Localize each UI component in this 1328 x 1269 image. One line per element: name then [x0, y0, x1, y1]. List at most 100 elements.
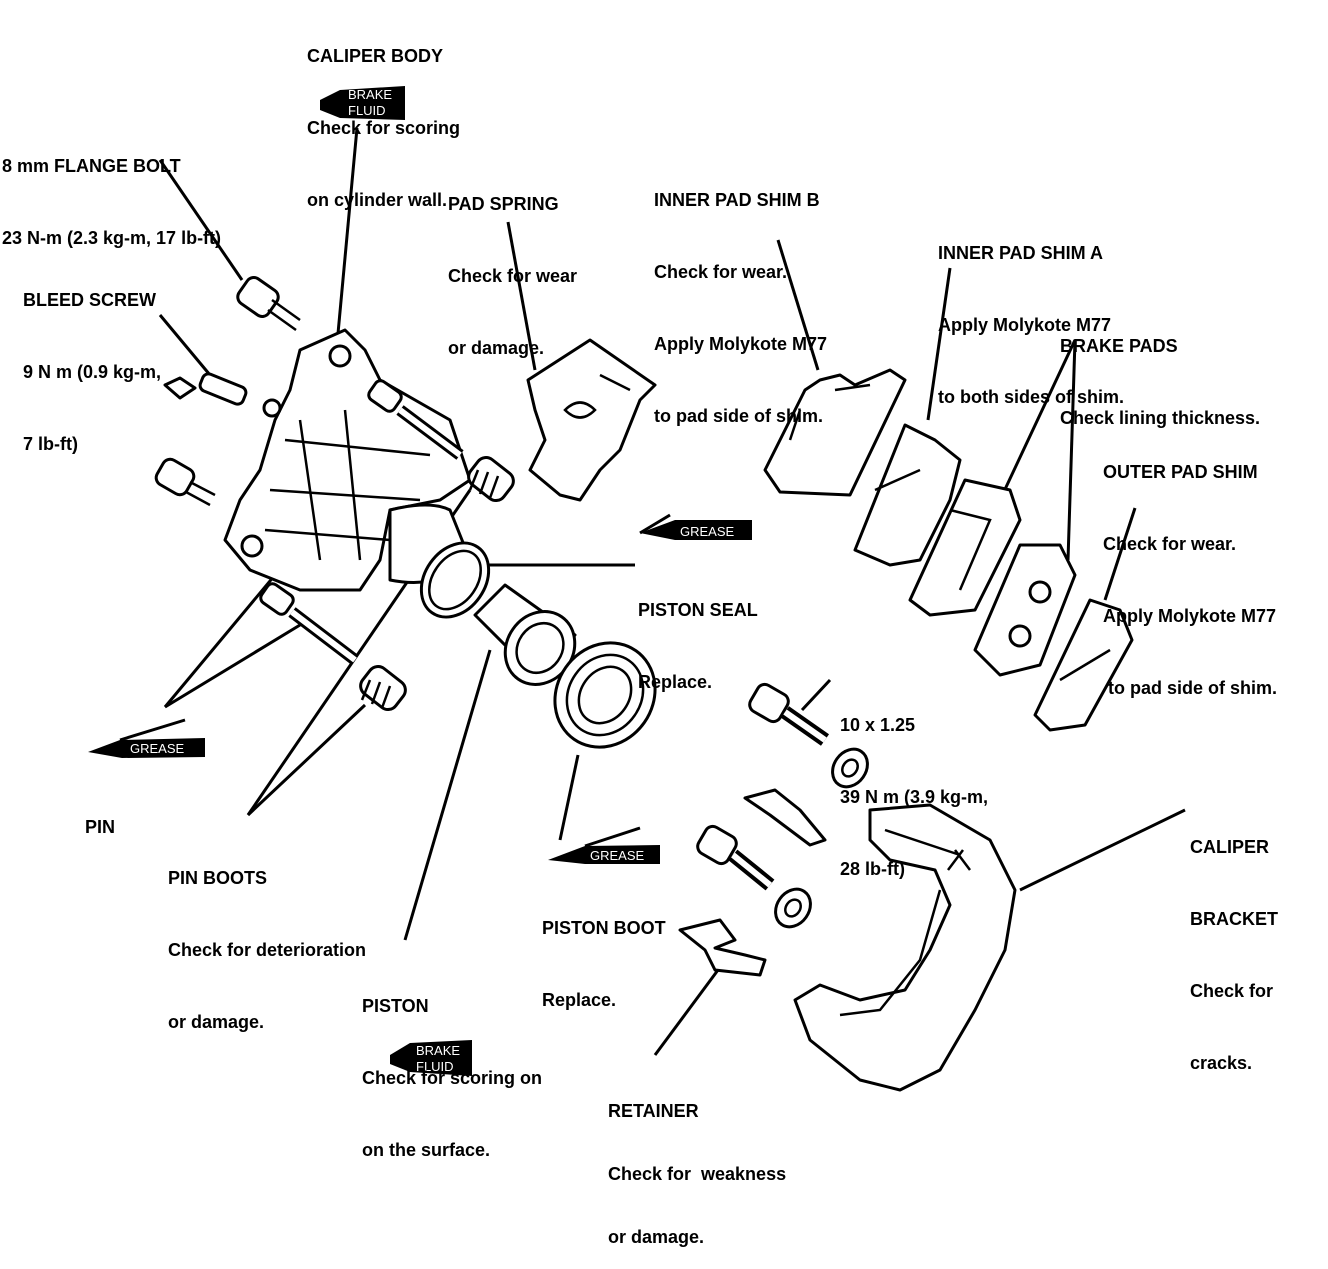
guide-pin-upper: [367, 379, 464, 460]
label-inner-pad-shim-b-line2: Apply Molykote M77: [654, 334, 828, 354]
flange-bolt-lower: [154, 457, 216, 507]
label-caliper-bracket-line3: cracks.: [1190, 1053, 1253, 1073]
label-caliper-bracket-line1: BRACKET: [1190, 909, 1278, 929]
brake-fluid-tube-bottom: BRAKE FLUID: [390, 1040, 472, 1076]
label-bolt-10: 10 x 1.25 39 N m (3.9 kg-m, 28 lb-ft): [840, 665, 988, 905]
piston-seal: [419, 541, 491, 619]
flange-bolt-upper: [236, 276, 301, 332]
label-inner-pad-shim-b-line1: Check for wear.: [654, 262, 788, 282]
label-retainer-title: RETAINER: [608, 1101, 699, 1121]
bracket-bolt-upper: [748, 682, 830, 746]
label-retainer: RETAINER Check for weakness or damage.: [608, 1059, 786, 1269]
washer-upper: [831, 747, 869, 789]
bracket-bolt-lower: [696, 824, 775, 891]
label-pin-boots-line2: or damage.: [168, 1012, 265, 1032]
label-retainer-line1: Check for weakness: [608, 1164, 787, 1184]
svg-text:BRAKE: BRAKE: [416, 1043, 460, 1058]
leader-bolt-10: [800, 678, 832, 712]
brake-pad-outer: [973, 543, 1077, 677]
label-inner-pad-shim-a-title: INNER PAD SHIM A: [938, 243, 1104, 263]
washer-lower: [774, 887, 812, 929]
label-inner-pad-shim-b: INNER PAD SHIM B Check for wear. Apply M…: [654, 140, 827, 452]
label-piston-line2: on the surface.: [362, 1140, 491, 1160]
label-inner-pad-shim-b-line3: to pad side of shim.: [654, 406, 824, 426]
leader-flange-bolt: [158, 159, 244, 281]
leader-outer-shim: [1103, 507, 1137, 601]
leader-pin-b: [164, 623, 301, 709]
label-outer-pad-shim-title: OUTER PAD SHIM: [1103, 462, 1258, 482]
label-caliper-body-line2: on cylinder wall.: [307, 190, 448, 210]
pin-boot-upper: [467, 455, 515, 503]
label-bolt-10-title: 10 x 1.25: [840, 715, 916, 735]
leader-piston: [403, 649, 492, 941]
label-pin: PIN: [85, 767, 115, 863]
label-bleed-screw-line1: 9 N m (0.9 kg-m,: [23, 362, 162, 382]
inner-pad-shim-b: [763, 368, 907, 497]
label-outer-pad-shim-line2: Apply Molykote M77: [1103, 606, 1277, 626]
label-flange-bolt-title: 8 mm FLANGE BOLT: [2, 156, 181, 176]
grease-tube-boot: GREASE: [548, 826, 660, 864]
caliper-body: [223, 328, 472, 592]
svg-text:FLUID: FLUID: [416, 1059, 454, 1074]
label-bolt-10-line2: 28 lb-ft): [840, 859, 905, 879]
label-pin-boots-title: PIN BOOTS: [168, 868, 268, 888]
label-inner-pad-shim-a-line1: Apply Molykote M77: [938, 315, 1112, 335]
leader-pin-boots-a: [246, 703, 367, 817]
svg-text:BRAKE: BRAKE: [348, 87, 392, 102]
label-bleed-screw: BLEED SCREW 9 N m (0.9 kg-m, 7 lb-ft): [23, 240, 161, 480]
outer-pad-shim: [1033, 598, 1134, 732]
piston: [473, 583, 577, 686]
label-pin-boots: PIN BOOTS Check for deterioration or dam…: [168, 818, 366, 1058]
brake-fluid-tube-top: BRAKE FLUID: [320, 86, 405, 120]
leader-bleed-screw: [158, 314, 212, 376]
label-pin-title: PIN: [85, 817, 116, 837]
anti-rattle-clip: [743, 788, 827, 847]
leader-brake-pads-a: [998, 339, 1077, 501]
brake-caliper-exploded-diagram: BRAKE FLUID BRAKE FLUID GREASE GREASE GR…: [88, 86, 1186, 1092]
bleed-screw: [163, 372, 248, 406]
label-outer-pad-shim-line3: to pad side of shim.: [1103, 678, 1278, 698]
svg-text:GREASE: GREASE: [680, 524, 735, 539]
label-piston-line1: Check for scoring on: [362, 1068, 543, 1088]
label-flange-bolt: 8 mm FLANGE BOLT 23 N-m (2.3 kg-m, 17 lb…: [2, 106, 221, 274]
label-pad-spring-line2: or damage.: [448, 338, 545, 358]
piston-boot: [553, 641, 657, 749]
label-piston-boot: PISTON BOOT Replace.: [542, 868, 666, 1036]
svg-text:GREASE: GREASE: [590, 848, 645, 863]
leader-pad-spring: [506, 221, 537, 371]
leader-inner-shim-a: [926, 267, 952, 421]
svg-text:GREASE: GREASE: [130, 741, 185, 756]
pad-spring: [526, 338, 657, 502]
label-piston-seal-title: PISTON SEAL: [638, 600, 758, 620]
guide-pin-lower: [259, 582, 359, 665]
leader-retainer: [653, 969, 720, 1056]
label-piston-boot-title: PISTON BOOT: [542, 918, 666, 938]
label-brake-pads-line1: Check lining thickness.: [1060, 408, 1261, 428]
label-outer-pad-shim: OUTER PAD SHIM Check for wear. Apply Mol…: [1103, 412, 1277, 724]
grease-tube-pin: GREASE: [88, 718, 205, 758]
label-caliper-bracket: CALIPER BRACKET Check for cracks.: [1190, 787, 1278, 1099]
label-caliper-bracket-line2: Check for: [1190, 981, 1274, 1001]
label-caliper-body-title: CALIPER BODY: [307, 46, 444, 66]
label-inner-pad-shim-a-line2: to both sides of shim.: [938, 387, 1125, 407]
leader-inner-shim-b: [776, 239, 820, 371]
label-caliper-body-line1: Check for scoring: [307, 118, 461, 138]
label-piston-seal-line1: Replace.: [638, 672, 713, 692]
label-bleed-screw-title: BLEED SCREW: [23, 290, 157, 310]
label-outer-pad-shim-line1: Check for wear.: [1103, 534, 1237, 554]
label-pad-spring: PAD SPRING Check for wear or damage.: [448, 144, 577, 384]
label-pin-boots-line1: Check for deterioration: [168, 940, 367, 960]
label-caliper-body: CALIPER BODY Check for scoring on cylind…: [307, 0, 460, 236]
retainer-clip: [678, 918, 767, 977]
label-flange-bolt-line1: 23 N-m (2.3 kg-m, 17 lb-ft): [2, 228, 222, 248]
label-piston-seal: PISTON SEAL Replace.: [638, 550, 758, 718]
inner-pad-shim-a: [853, 423, 962, 567]
label-pad-spring-line1: Check for wear: [448, 266, 578, 286]
caliper-bracket: [793, 803, 1017, 1092]
leader-caliper-bracket: [1019, 808, 1186, 892]
label-piston-title: PISTON: [362, 996, 429, 1016]
label-bleed-screw-line2: 7 lb-ft): [23, 434, 78, 454]
svg-text:FLUID: FLUID: [348, 103, 386, 118]
label-bolt-10-line1: 39 N m (3.9 kg-m,: [840, 787, 989, 807]
label-retainer-line2: or damage.: [608, 1227, 705, 1247]
